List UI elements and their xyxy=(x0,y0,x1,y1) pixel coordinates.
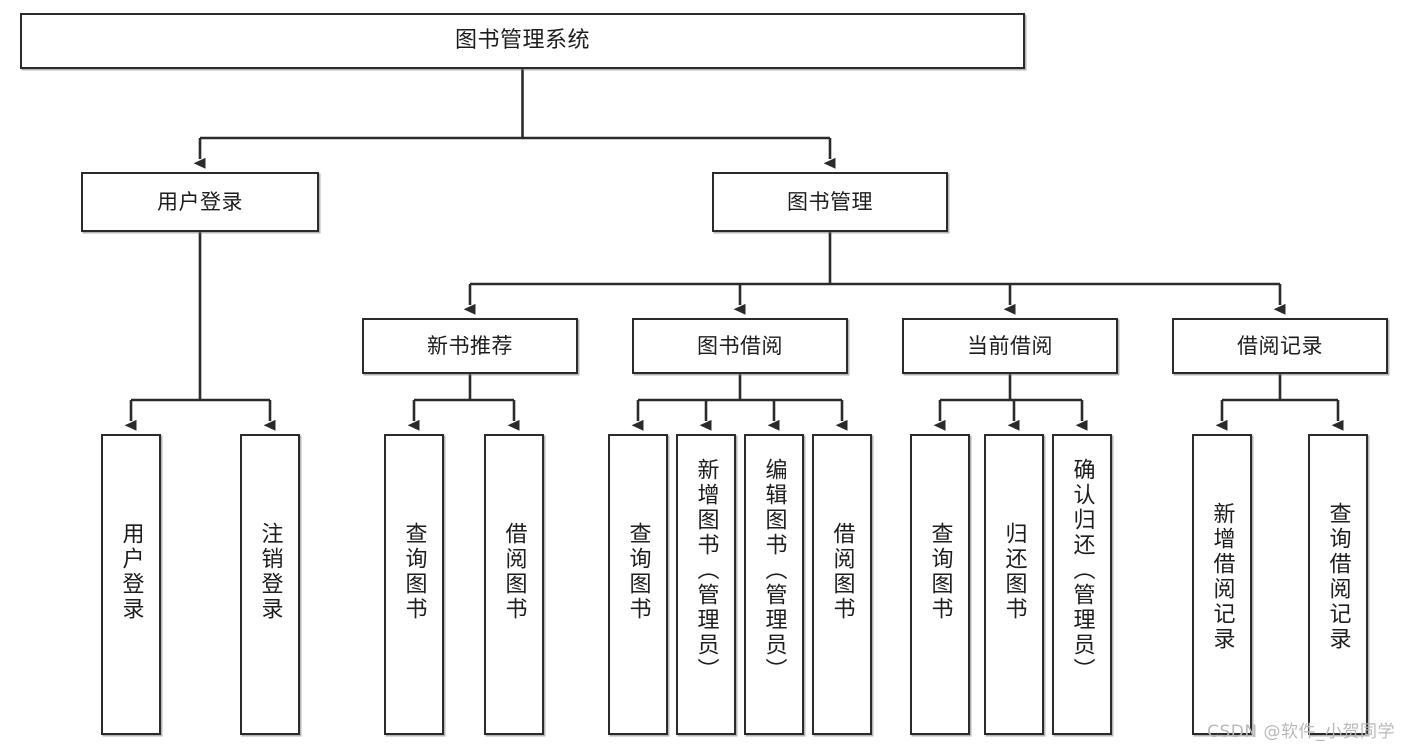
node-root-label: 图书管理系统 xyxy=(454,28,590,54)
connector-bus-book-manage xyxy=(470,232,1280,286)
node-leaf-return-book-label: 归还图书 xyxy=(1001,522,1027,622)
connector-bus-new-book-rec xyxy=(414,374,514,402)
node-book-manage[interactable]: 图书管理 xyxy=(712,172,948,232)
node-leaf-borrow-book-1[interactable]: 借阅图书 xyxy=(484,434,544,735)
node-user-login-label: 用户登录 xyxy=(157,189,243,214)
node-leaf-borrow-book-1-label: 借阅图书 xyxy=(501,522,527,622)
node-leaf-query-book-2[interactable]: 查询图书 xyxy=(608,434,668,735)
node-leaf-query-book-3-label: 查询图书 xyxy=(927,522,953,622)
node-leaf-edit-book[interactable]: 编辑图书（管理员） xyxy=(744,434,804,735)
node-new-book-rec-label: 新书推荐 xyxy=(427,333,513,358)
node-leaf-edit-book-label: 编辑图书（管理员） xyxy=(761,458,787,683)
node-book-borrow[interactable]: 图书借阅 xyxy=(632,318,848,374)
connector-bus-borrow-record xyxy=(1222,374,1338,402)
node-leaf-query-book-2-label: 查询图书 xyxy=(625,522,651,622)
node-leaf-user-logout-label: 注销登录 xyxy=(257,522,283,622)
node-leaf-user-login[interactable]: 用户登录 xyxy=(101,434,161,735)
node-leaf-query-borrow-record[interactable]: 查询借阅记录 xyxy=(1308,434,1368,735)
node-borrow-record-label: 借阅记录 xyxy=(1237,333,1323,358)
node-leaf-return-book[interactable]: 归还图书 xyxy=(984,434,1044,735)
node-leaf-query-borrow-record-label: 查询借阅记录 xyxy=(1325,502,1351,652)
node-current-borrow-label: 当前借阅 xyxy=(967,333,1053,358)
node-current-borrow[interactable]: 当前借阅 xyxy=(902,318,1118,374)
node-leaf-confirm-return-label: 确认归还（管理员） xyxy=(1069,458,1095,683)
connector-bus-root xyxy=(200,69,830,140)
node-leaf-add-borrow-record-label: 新增借阅记录 xyxy=(1209,502,1235,652)
node-leaf-borrow-book-2[interactable]: 借阅图书 xyxy=(812,434,872,735)
node-leaf-add-book[interactable]: 新增图书（管理员） xyxy=(676,434,736,735)
node-borrow-record[interactable]: 借阅记录 xyxy=(1172,318,1388,374)
connector-bus-current-borrow xyxy=(940,374,1082,402)
node-new-book-rec[interactable]: 新书推荐 xyxy=(362,318,578,374)
watermark: CSDN @软件_小贺同学 xyxy=(1207,722,1395,742)
node-leaf-query-book-1-label: 查询图书 xyxy=(401,522,427,622)
node-user-login[interactable]: 用户登录 xyxy=(81,172,319,232)
node-leaf-add-book-label: 新增图书（管理员） xyxy=(693,458,719,683)
connector-bus-user-login xyxy=(131,232,270,402)
node-leaf-user-login-label: 用户登录 xyxy=(118,522,144,622)
connector-bus-book-borrow xyxy=(638,374,842,402)
node-book-borrow-label: 图书借阅 xyxy=(697,333,783,358)
node-leaf-add-borrow-record[interactable]: 新增借阅记录 xyxy=(1192,434,1252,735)
node-root[interactable]: 图书管理系统 xyxy=(20,13,1025,69)
node-leaf-borrow-book-2-label: 借阅图书 xyxy=(829,522,855,622)
node-leaf-user-logout[interactable]: 注销登录 xyxy=(240,434,300,735)
node-leaf-query-book-1[interactable]: 查询图书 xyxy=(384,434,444,735)
node-leaf-confirm-return[interactable]: 确认归还（管理员） xyxy=(1052,434,1112,735)
node-leaf-query-book-3[interactable]: 查询图书 xyxy=(910,434,970,735)
node-book-manage-label: 图书管理 xyxy=(787,189,873,214)
